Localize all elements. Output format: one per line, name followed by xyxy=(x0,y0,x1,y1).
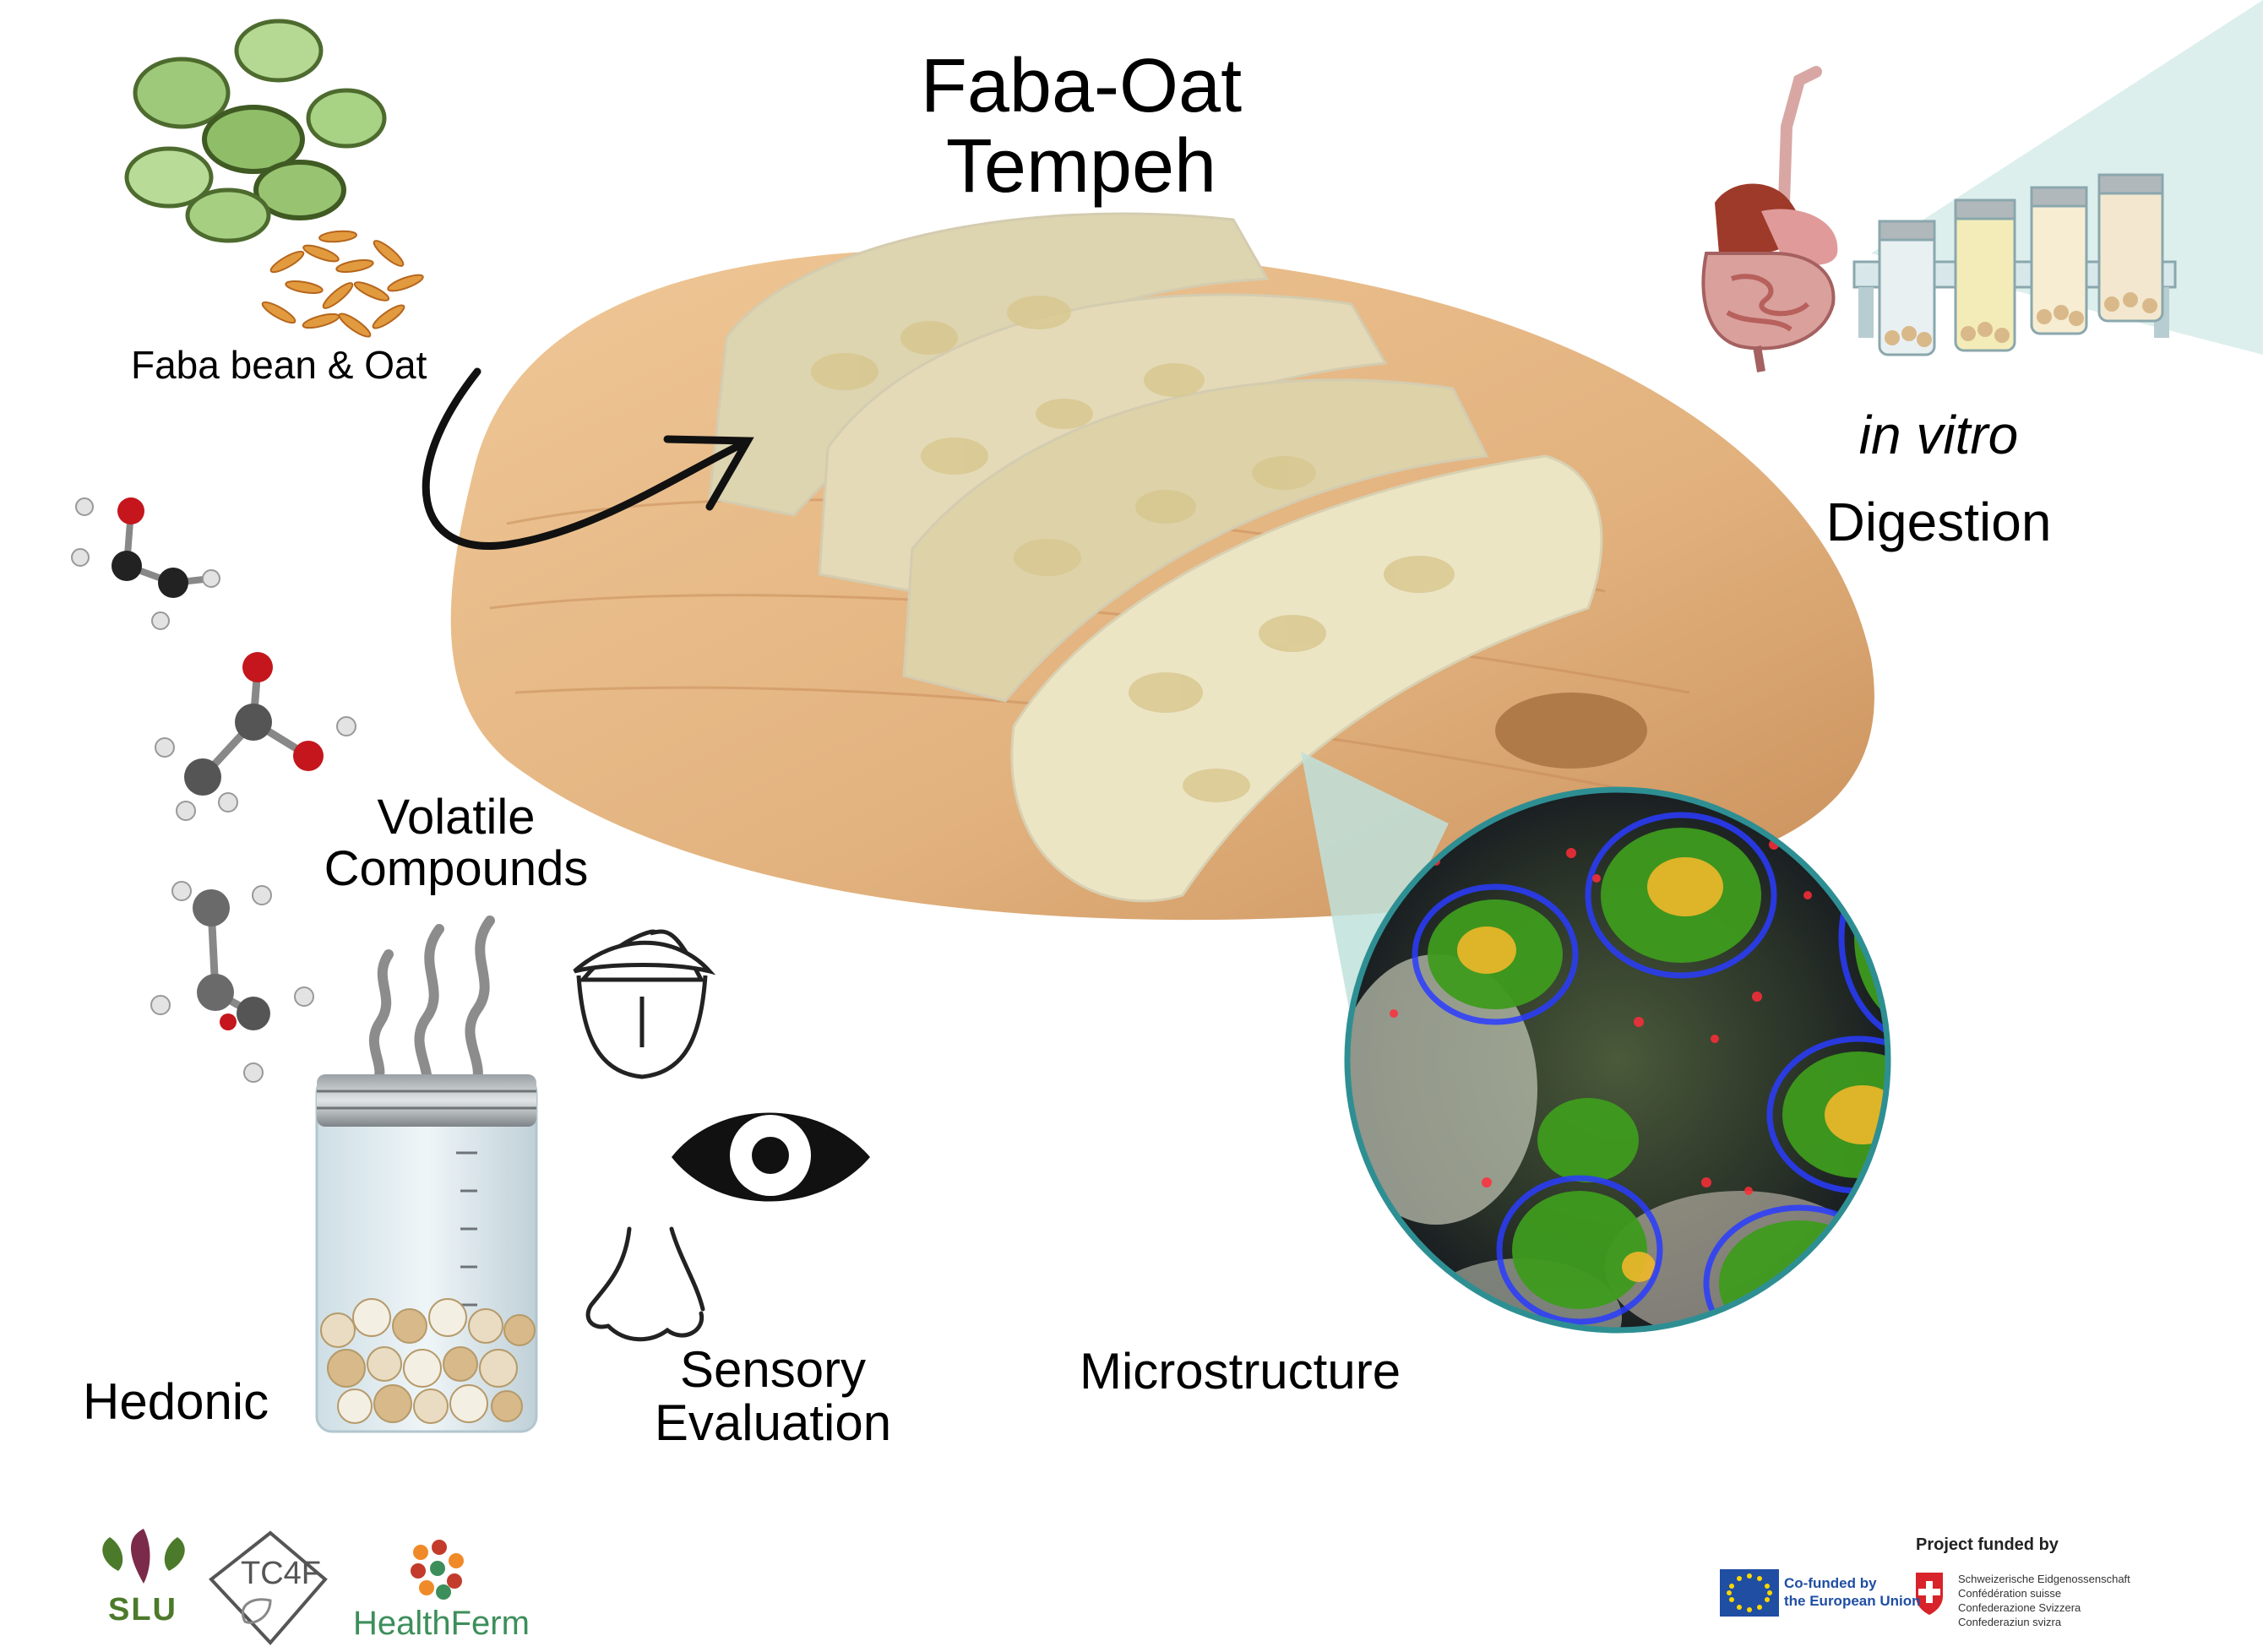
ingredients-label: Faba bean & Oat xyxy=(131,343,427,387)
eu-line-1: Co-funded by xyxy=(1784,1575,1877,1591)
vial-rack-icon xyxy=(1852,173,2177,356)
digestive-system-icon xyxy=(1701,66,1838,372)
eu-flag-icon xyxy=(1720,1569,1779,1617)
swiss-line-1: Schweizerische Eidgenossenschaft xyxy=(1958,1573,2130,1585)
volatile-compounds-label: Volatile Compounds xyxy=(287,790,625,896)
tempeh-slice-4 xyxy=(1010,454,1603,903)
mouth-tongue-icon xyxy=(573,929,716,1079)
sensory-evaluation-label: Sensory Evaluation xyxy=(625,1343,921,1449)
sensory-line-2: Evaluation xyxy=(654,1394,892,1451)
healthferm-logo xyxy=(411,1540,464,1600)
eu-line-2: the European Union xyxy=(1784,1593,1921,1610)
tc4f-logo-text: TC4F xyxy=(241,1556,321,1591)
faba-bean-icon xyxy=(124,19,387,243)
title-line-1: Faba-Oat xyxy=(920,44,1243,128)
board-handle-hole xyxy=(1495,693,1647,769)
volatile-line-2: Compounds xyxy=(324,840,589,896)
hedonic-label: Hedonic xyxy=(83,1373,269,1430)
in-vitro-label: in vitro xyxy=(1858,405,2019,465)
molecule-icon xyxy=(155,652,356,821)
digestion-label: Digestion xyxy=(1825,492,2052,552)
swiss-line-2: Confédération suisse xyxy=(1958,1586,2062,1600)
swiss-funding-text: Schweizerische Eidgenossenschaft Confédé… xyxy=(1958,1573,2130,1630)
tempeh-slices xyxy=(708,212,1603,903)
molecule-icon xyxy=(150,881,314,1083)
molecule-icon xyxy=(71,497,220,630)
title-line-2: Tempeh xyxy=(945,123,1217,209)
eu-funding-text: Co-funded by the European Union xyxy=(1784,1574,1921,1611)
tc4f-logo xyxy=(209,1530,328,1645)
swiss-line-3: Confederazione Svizzera xyxy=(1958,1600,2081,1614)
microstructure-label: Microstructure xyxy=(1080,1343,1401,1399)
zoom-beam xyxy=(1301,752,1449,1022)
main-title: Faba-Oat Tempeh xyxy=(895,46,1267,206)
odor-waves-icon xyxy=(368,916,495,1103)
tempeh-slice-3 xyxy=(902,378,1489,703)
process-arrow xyxy=(422,367,754,550)
eye-icon xyxy=(672,1112,870,1202)
swiss-line-4: Confederaziun svizra xyxy=(1958,1615,2062,1628)
nose-icon xyxy=(585,1226,705,1342)
funding-title: Project funded by xyxy=(1916,1535,2059,1554)
slu-logo-text: SLU xyxy=(108,1592,177,1628)
microscopy-image xyxy=(1344,786,1891,1334)
volatile-line-1: Volatile xyxy=(377,790,536,845)
sample-jar-icon xyxy=(315,1074,538,1433)
oat-grain-icon xyxy=(261,230,424,338)
sensory-line-1: Sensory xyxy=(679,1341,867,1398)
swiss-flag-icon xyxy=(1916,1573,1943,1615)
slu-logo xyxy=(102,1529,185,1584)
healthferm-logo-text: HealthFerm xyxy=(353,1605,530,1642)
